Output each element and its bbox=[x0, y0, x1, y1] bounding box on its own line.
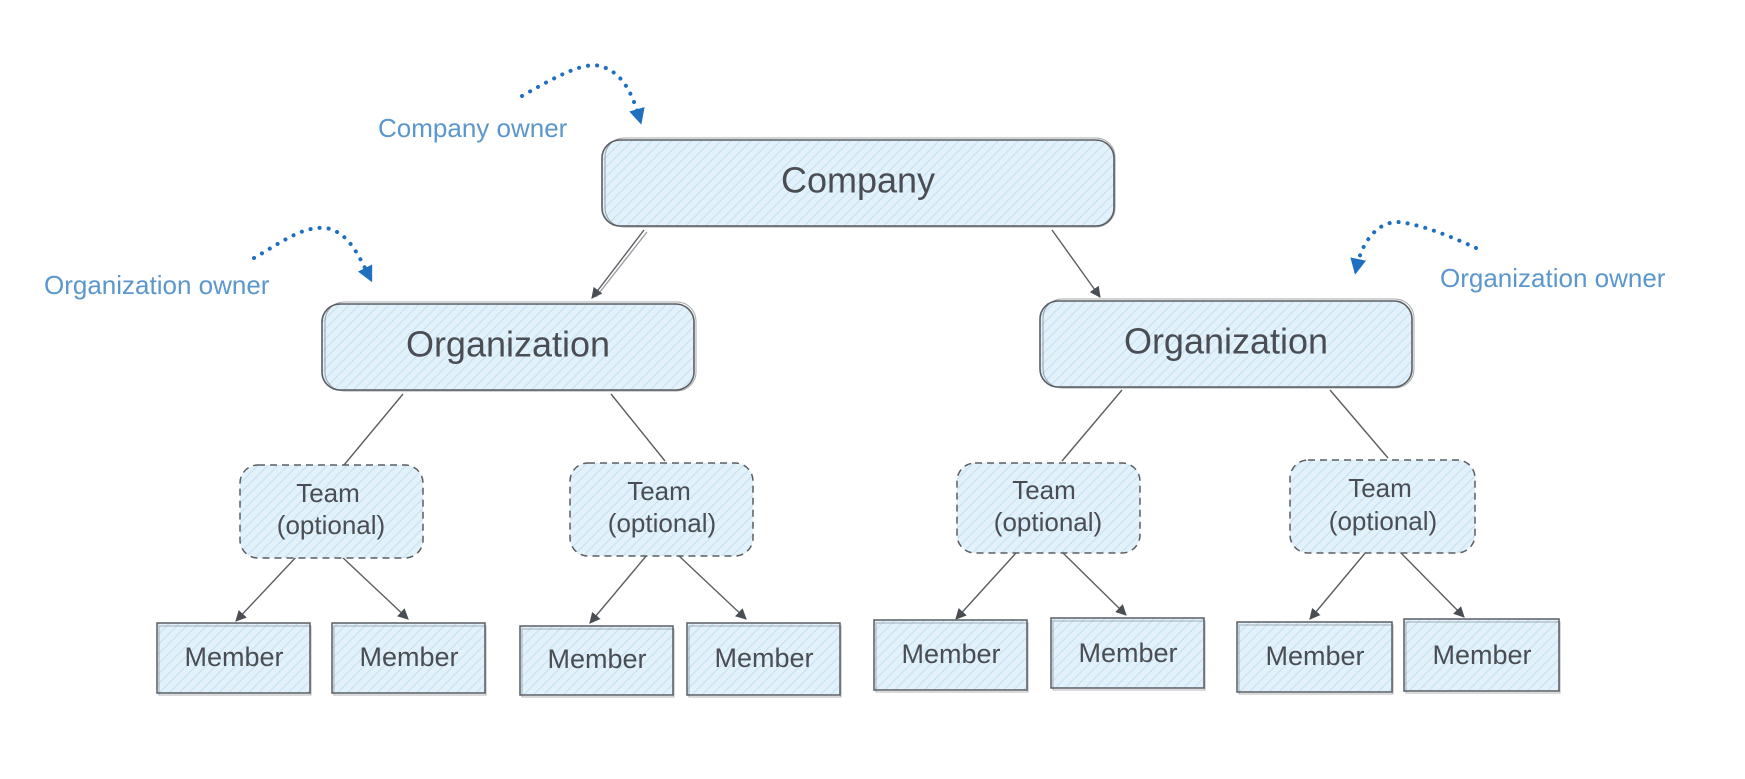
team-label-1-line2: (optional) bbox=[277, 510, 385, 540]
team-label-4-line1: Team bbox=[1348, 473, 1412, 503]
organization-label-right: Organization bbox=[1124, 321, 1328, 362]
connector-company-org-right bbox=[1051, 229, 1101, 298]
organization-node-left: Organization bbox=[321, 301, 697, 392]
org-owner-right-arrow bbox=[1350, 219, 1478, 275]
member-label-6: Member bbox=[1078, 638, 1177, 668]
member-label-1: Member bbox=[184, 642, 283, 672]
connector-team-4-member-2 bbox=[1399, 551, 1465, 618]
member-node-6: Member bbox=[1050, 617, 1206, 691]
organization-node-right: Organization bbox=[1039, 298, 1415, 389]
team-label-3-line2: (optional) bbox=[994, 507, 1102, 537]
member-label-2: Member bbox=[359, 642, 458, 672]
connector-team-3-member-1 bbox=[955, 552, 1017, 620]
org-owner-left-arrow bbox=[252, 225, 373, 283]
team-label-4-line2: (optional) bbox=[1329, 506, 1437, 536]
connector-org-right-team-2 bbox=[1329, 389, 1389, 459]
connector-team-1-member-1 bbox=[235, 554, 299, 622]
member-node-7: Member bbox=[1236, 621, 1394, 695]
team-label-2-line1: Team bbox=[627, 476, 691, 506]
team-node-4: Team (optional) bbox=[1289, 459, 1476, 554]
connector-team-1-member-2 bbox=[339, 554, 409, 620]
team-node-1: Team (optional) bbox=[239, 464, 424, 559]
member-node-4: Member bbox=[686, 622, 842, 698]
connector-company-org-left bbox=[591, 229, 645, 299]
connector-team-2-member-1 bbox=[589, 554, 648, 624]
member-node-5: Member bbox=[873, 619, 1029, 693]
organization-label-left: Organization bbox=[406, 324, 610, 365]
connectors bbox=[235, 229, 1465, 624]
connector-team-4-member-1 bbox=[1309, 551, 1367, 620]
connector-team-3-member-2 bbox=[1062, 552, 1127, 616]
member-label-3: Member bbox=[547, 644, 646, 674]
team-node-2: Team (optional) bbox=[569, 462, 754, 557]
company-owner-label: Company owner bbox=[378, 113, 568, 143]
company-node: Company bbox=[601, 137, 1116, 228]
team-label-3-line1: Team bbox=[1012, 475, 1076, 505]
company-owner-arrow bbox=[520, 63, 645, 125]
member-node-3: Member bbox=[519, 625, 675, 698]
annotations: Company owner Organization owner Organiz… bbox=[44, 63, 1666, 300]
member-label-5: Member bbox=[901, 639, 1000, 669]
member-label-7: Member bbox=[1265, 641, 1364, 671]
member-node-8: Member bbox=[1403, 618, 1561, 694]
connector-org-left-team-1 bbox=[343, 393, 404, 466]
team-label-2-line2: (optional) bbox=[608, 508, 716, 538]
team-node-3: Team (optional) bbox=[956, 462, 1141, 554]
member-label-4: Member bbox=[714, 643, 813, 673]
connector-team-2-member-2 bbox=[677, 554, 747, 620]
connector-company-org-left-sketch bbox=[595, 231, 648, 298]
org-owner-right-label: Organization owner bbox=[1440, 263, 1666, 293]
company-label: Company bbox=[781, 160, 935, 201]
org-owner-left-label: Organization owner bbox=[44, 270, 270, 300]
member-label-8: Member bbox=[1432, 640, 1531, 670]
member-node-2: Member bbox=[331, 622, 487, 696]
team-label-1-line1: Team bbox=[296, 478, 360, 508]
member-node-1: Member bbox=[156, 622, 312, 696]
member-nodes: Member Member Member Member Member Membe… bbox=[156, 617, 1561, 698]
connector-org-right-team-1 bbox=[1061, 389, 1123, 462]
connector-org-left-team-2 bbox=[610, 393, 666, 462]
